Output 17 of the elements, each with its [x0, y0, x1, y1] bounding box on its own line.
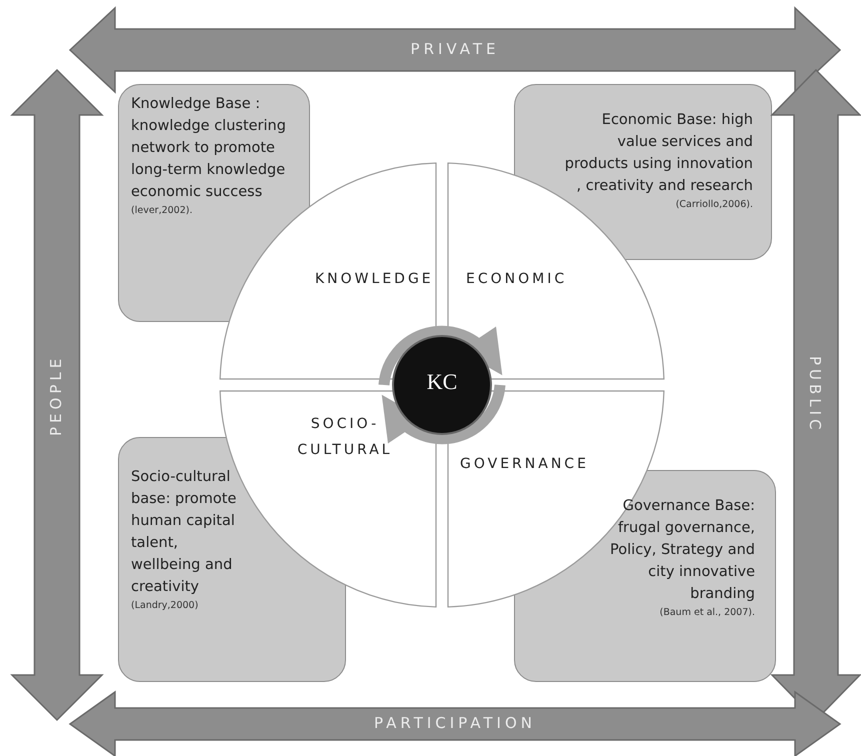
box-text: Socio-cultural base: promote human capital talent, wellbeing and creativity: [131, 468, 238, 597]
quadrant-label: GOVERNANCE: [460, 455, 589, 474]
box-text: Knowledge Base : knowledge clustering network to promote long-term knowledge economic success: [131, 95, 287, 202]
band-label: PRIVATE: [410, 40, 500, 58]
band-label: PARTICIPATION: [373, 714, 537, 732]
quadrant-label: KNOWLEDGE: [315, 270, 434, 289]
band-label: PEOPLE: [47, 353, 65, 438]
quadrant-label: ECONOMIC: [466, 270, 568, 289]
citation: (Baum et al., 2007).: [658, 607, 755, 618]
citation: (Carriollo,2006).: [674, 199, 753, 210]
box-text: Economic Base: high value services and products using innovation , creativity and research: [564, 111, 753, 196]
box-text: Governance Base: frugal governance, Policy, Strategy and city innovative branding: [609, 497, 755, 604]
citation: (lever,2002).: [131, 205, 194, 216]
band-label: PUBLIC: [806, 355, 824, 436]
citation: (Landry,2000): [131, 600, 200, 611]
quadrant-label: SOCIO- CULTURAL: [296, 415, 394, 460]
circle-label: KC: [426, 369, 458, 395]
